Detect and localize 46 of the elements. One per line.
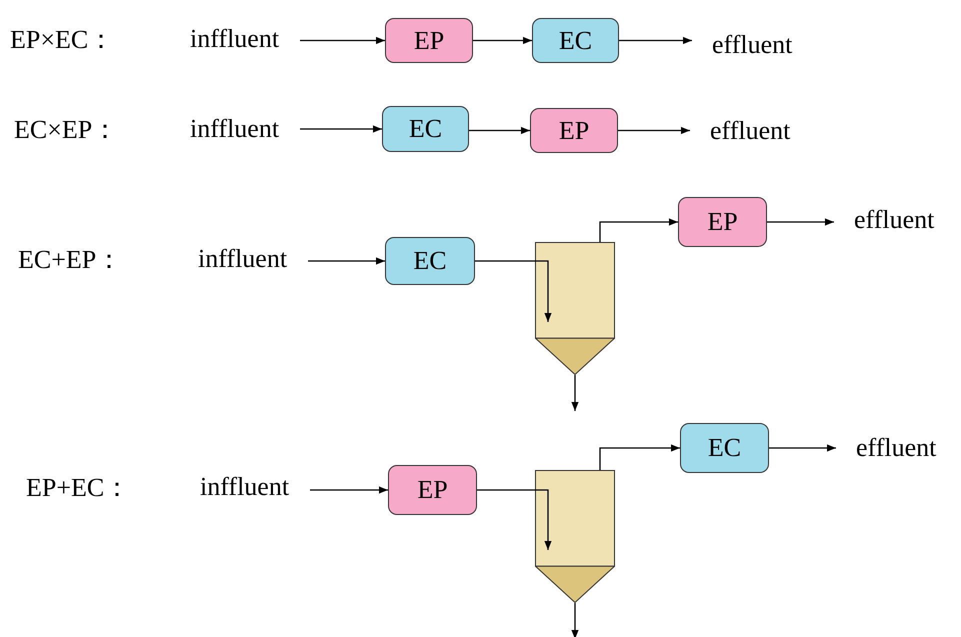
- node-label: EP: [417, 475, 448, 505]
- arrow: [308, 257, 385, 265]
- node-label: inffluent: [190, 114, 280, 144]
- settling-tank: [535, 470, 615, 603]
- node-label: EC: [558, 26, 592, 56]
- node-label: inffluent: [190, 24, 280, 54]
- node-label: EC: [408, 114, 442, 144]
- arrow: [619, 36, 692, 44]
- arrow: [599, 444, 680, 470]
- arrow: [599, 218, 678, 242]
- arrow: [571, 603, 579, 637]
- node-label: inffluent: [200, 472, 290, 502]
- arrow: [618, 126, 690, 134]
- row-label: EC+EP：: [18, 244, 122, 276]
- arrow: [310, 486, 388, 494]
- settling-tank: [535, 242, 615, 375]
- node-label: EP: [558, 116, 590, 146]
- row-label: EP×EC：: [10, 24, 114, 56]
- node-label: effluent: [712, 30, 792, 60]
- node-label: EP: [707, 207, 738, 237]
- arrow: [767, 218, 834, 226]
- node-label: effluent: [854, 205, 934, 235]
- process-box: [388, 465, 477, 515]
- process-box: [680, 423, 769, 473]
- row-label: EC×EP：: [14, 114, 118, 146]
- row-label: EP+EC：: [26, 472, 130, 504]
- arrow: [473, 36, 532, 44]
- arrow: [469, 126, 530, 134]
- arrow: [300, 36, 385, 44]
- process-box: [382, 106, 469, 152]
- arrow: [477, 489, 552, 550]
- arrow: [475, 260, 552, 322]
- node-label: EP: [414, 26, 444, 56]
- node-label: EC: [708, 433, 742, 463]
- node-label: effluent: [710, 116, 790, 146]
- process-box: [678, 197, 767, 247]
- process-box: [532, 18, 619, 63]
- process-box: [385, 237, 475, 285]
- arrow: [769, 444, 836, 452]
- node-label: effluent: [856, 433, 936, 463]
- arrow: [300, 125, 382, 133]
- process-box: [385, 18, 473, 63]
- node-label: EC: [413, 246, 447, 276]
- process-box: [530, 108, 618, 153]
- node-label: inffluent: [198, 244, 288, 274]
- arrow: [571, 375, 579, 411]
